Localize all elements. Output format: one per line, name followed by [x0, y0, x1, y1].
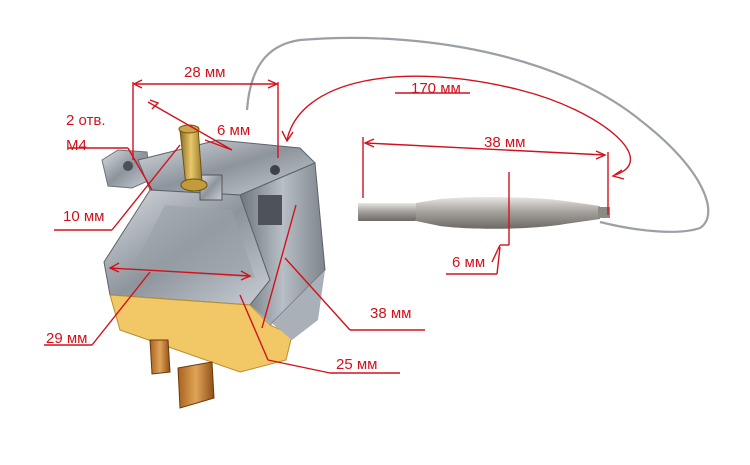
label-bulb-length: 38 мм	[484, 134, 526, 151]
label-shaft-diameter: 6 мм	[217, 122, 251, 139]
label-holes-line2: М4	[66, 137, 87, 154]
label-body-width: 29 мм	[46, 330, 88, 347]
label-body-height: 38 мм	[370, 305, 412, 322]
label-capillary-length: 170 мм	[411, 80, 461, 97]
thermostat-body	[101, 124, 326, 409]
dimension-lines	[44, 75, 631, 374]
label-body-depth: 25 мм	[336, 356, 378, 373]
label-top-width: 28 мм	[184, 64, 226, 81]
label-holes-line1: 2 отв.	[66, 112, 106, 129]
label-mounting-holes: 2 отв. М4	[66, 112, 136, 154]
label-shaft-length: 10 мм	[63, 208, 105, 225]
sensor-bulb	[358, 196, 610, 229]
label-bulb-diameter: 6 мм	[452, 254, 486, 271]
capillary-tube	[245, 36, 710, 233]
